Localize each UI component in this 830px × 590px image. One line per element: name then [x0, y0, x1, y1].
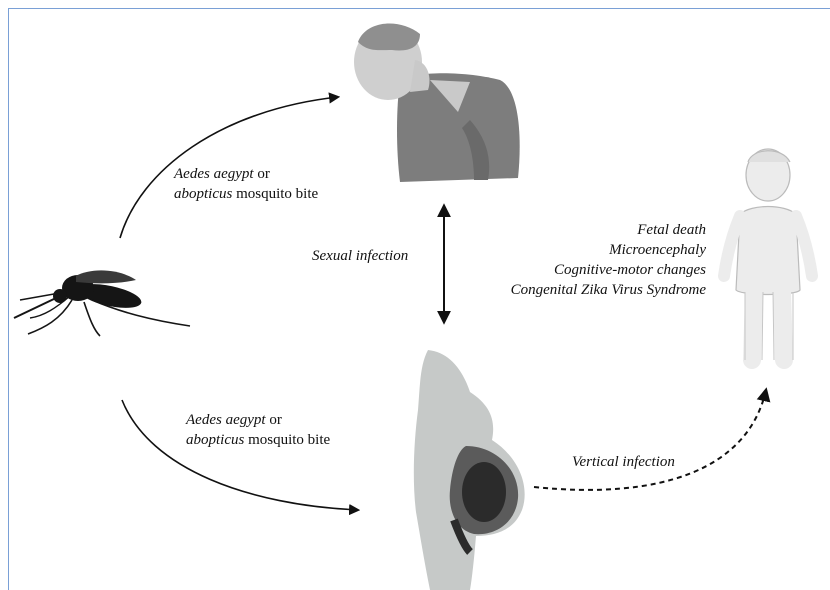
label-text: mosquito bite [244, 432, 330, 448]
bite-label-bottom: Aedes aegypt or abopticus mosquito bite [186, 410, 330, 450]
sexual-infection-label: Sexual infection [312, 246, 408, 266]
outcome-item: Fetal death [637, 222, 706, 238]
pregnant-woman-icon [414, 350, 525, 590]
label-text: or [266, 412, 282, 428]
mosquito-icon [14, 270, 190, 336]
species-name: Aedes aegypt [186, 412, 266, 428]
label-text: or [254, 166, 270, 182]
child-icon [724, 149, 812, 360]
bite-label-top: Aedes aegypt or abopticus mosquito bite [174, 164, 318, 204]
vertical-infection-label: Vertical infection [572, 452, 675, 472]
label-text: mosquito bite [232, 186, 318, 202]
outcome-item: Cognitive-motor changes [554, 262, 706, 278]
man-icon [354, 24, 520, 182]
outcomes-list: Fetal death Microencephaly Cognitive-mot… [440, 220, 706, 300]
species-name: Aedes aegypt [174, 166, 254, 182]
species-name: abopticus [174, 186, 232, 202]
outcome-item: Congenital Zika Virus Syndrome [511, 282, 706, 298]
outcome-item: Microencephaly [609, 242, 706, 258]
species-name: abopticus [186, 432, 244, 448]
vertical-infection-arrow [534, 390, 766, 490]
